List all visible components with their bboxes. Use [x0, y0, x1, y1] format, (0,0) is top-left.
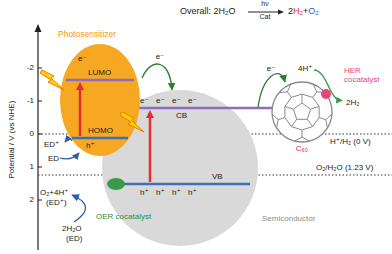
axis-title: Potential / V (vs NHE): [7, 101, 16, 179]
reaction-arrow: [248, 12, 279, 13]
species-label: (ED⁺): [46, 198, 67, 207]
level-name: LUMO: [88, 68, 111, 77]
species-label: O₂+4H⁺: [40, 188, 68, 197]
excitation-arrow-head: [76, 82, 84, 90]
photosensitizer: PhotosensitizerLUMO HOMO: [56, 30, 142, 156]
reduction-arrow: [314, 70, 338, 100]
equation-text: O₂: [308, 6, 319, 16]
homo-level: [72, 137, 128, 140]
photosensitizer-blob: [60, 44, 140, 156]
oer-cocatalyst: [107, 178, 125, 190]
charge-label: h⁺: [156, 188, 165, 197]
donor-label: ED⁺: [44, 140, 59, 149]
c60-molecule-shape: [270, 82, 334, 154]
excitation-arrow: [79, 88, 82, 136]
charge-label: e⁻: [172, 96, 181, 105]
c60-molecule: C₆₀: [270, 82, 334, 154]
semiconductor-circle: [102, 90, 258, 246]
edge-label: e⁻: [155, 52, 166, 61]
axis-tick-label: 0: [30, 129, 34, 138]
charge-label: h⁺: [140, 188, 149, 197]
axis-arrow: [35, 24, 42, 32]
node-heading: Semiconductor: [262, 214, 315, 223]
axis-tick-label: 2: [30, 195, 34, 204]
cocatalyst-label: HER cocatalyst: [344, 66, 390, 84]
band-name: CB: [176, 111, 187, 120]
node-heading: C₆₀: [296, 144, 308, 153]
band-name: VB: [212, 172, 223, 181]
species-label: (ED): [66, 234, 82, 243]
axis-tick: [38, 200, 42, 201]
species-label: 4H⁺: [298, 64, 312, 73]
reaction-arrow-head: [278, 10, 284, 15]
equation-text: H₂: [293, 6, 303, 16]
equation-condition: hν: [261, 0, 268, 8]
equation-condition: Cat: [260, 13, 271, 21]
axis-tick-label: -2: [27, 63, 34, 72]
equation-text: 2: [288, 6, 293, 16]
donor-arrow: [60, 153, 79, 159]
y-axis: [37, 31, 38, 250]
excitation-arrow: [149, 116, 152, 182]
charge-label: e⁻: [188, 96, 197, 105]
fullerene: [272, 82, 332, 142]
fullerene-bonds: [272, 84, 332, 141]
charge-label: e⁻: [140, 96, 149, 105]
edge-label: e⁻: [266, 64, 277, 73]
axis-tick-label: -1: [27, 96, 34, 105]
lumo-level: [66, 79, 134, 82]
her-cocatalyst: [321, 89, 331, 99]
potential-label: O₂/H₂O (1.23 V): [316, 163, 373, 172]
charge-label: h⁺: [86, 141, 95, 150]
equation-text: +: [303, 6, 308, 16]
oxidation-arrow: [72, 195, 86, 222]
electron-transfer-arrow: [142, 64, 172, 90]
reduction-arrow-head: [336, 97, 343, 104]
lightning-bolt: [40, 70, 64, 90]
level-name: HOMO: [88, 126, 113, 135]
axis-tick: [38, 101, 42, 102]
species-label: 2H₂O: [62, 224, 82, 233]
axis-tick: [38, 68, 42, 69]
charge-label: e⁻: [78, 54, 87, 63]
cb-level: [128, 107, 272, 110]
cocatalyst-label: OER cocatalyst: [96, 212, 151, 221]
donor-label: ED: [48, 154, 59, 163]
charge-label: h⁺: [188, 188, 197, 197]
axis-tick-label: 1: [30, 162, 34, 171]
photosensitizer-shape: [56, 30, 142, 156]
charge-label: h⁺: [172, 188, 181, 197]
equation-text: Overall: 2H₂O: [180, 6, 236, 16]
vb-level: [110, 183, 250, 186]
axis-tick: [38, 167, 42, 168]
charge-label: e⁻: [156, 96, 165, 105]
donor-arrow: [65, 139, 72, 142]
excitation-arrow-head: [146, 110, 154, 118]
node-heading: Photosensitizer: [58, 30, 116, 40]
species-label: 2H₂: [346, 98, 359, 107]
potential-label: H⁺/H₂ (0 V): [330, 137, 371, 146]
